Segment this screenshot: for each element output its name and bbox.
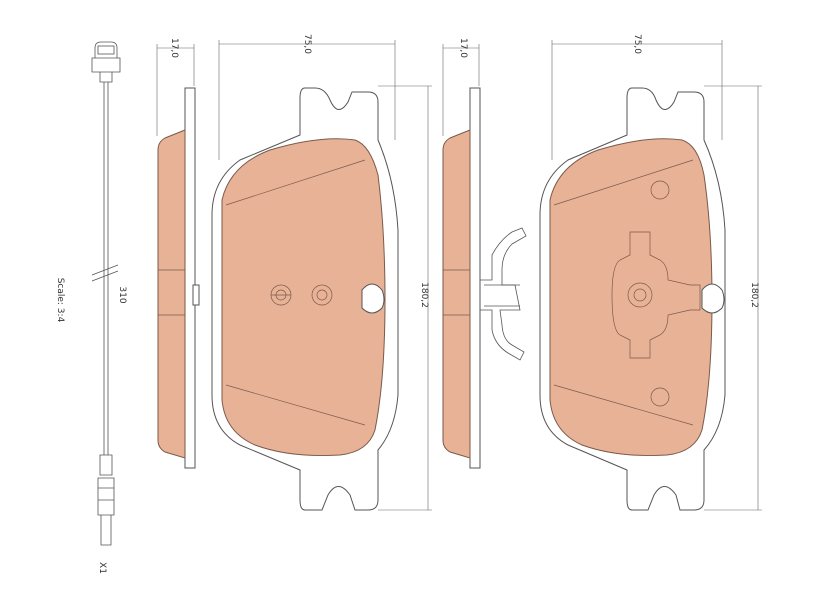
right-width-dimension: 75,0 [551,34,723,160]
right-thickness-dimension: 17,0 [442,38,480,136]
left-front-hole-outer [311,284,333,306]
left-height-label: 180,2 [419,282,429,308]
right-front-notch [701,283,725,314]
right-front-friction [549,138,713,457]
right-front-hole-top [650,180,670,200]
left-pad-front-view [211,87,399,511]
left-thickness-dimension: 17,0 [156,38,195,136]
scale-label: Scale: 3:4 [55,278,65,323]
left-side-tab [192,284,200,306]
sensor-clip-top [91,41,121,73]
left-front-hole-inner [316,289,328,301]
right-side-spring-clip [479,227,527,361]
sensor-connector-tip [100,515,112,546]
right-thickness-label: 17,0 [458,38,468,58]
right-front-chamfer-top [553,159,694,206]
left-width-dimension: 75,0 [218,34,396,160]
right-side-backplate [469,87,481,469]
left-front-friction [221,138,386,457]
left-thickness-label: 17,0 [169,38,179,58]
wire-length-label: 310 [117,286,127,303]
right-front-spring-mount [611,231,701,359]
left-width-label: 75,0 [302,34,312,54]
sensor-clip-window [97,45,115,55]
wire-break-mark-2 [91,270,119,282]
left-front-notch [361,283,385,314]
connector-label: X1 [97,562,107,574]
right-front-center-ring-outer [627,282,653,308]
sensor-connector-body [99,454,113,476]
left-front-chamfer-top [225,159,366,206]
sensor-connector-plug [97,477,115,516]
left-height-dimension: 180,2 [378,85,432,511]
right-front-chamfer-bottom [553,384,694,426]
left-front-chamfer-bottom [225,384,366,426]
left-pad-side-view [157,87,200,469]
wire-break-mark-1 [91,264,119,276]
right-pad-side-view [442,87,527,469]
right-width-label: 75,0 [632,34,642,54]
right-height-dimension: 180,2 [704,85,762,511]
right-front-hole-bottom [650,387,670,407]
wear-sensor [91,41,121,546]
right-side-friction [442,129,471,459]
right-height-label: 180,2 [749,282,759,308]
right-front-center-ring-inner [633,288,647,302]
left-side-friction [157,129,186,459]
right-pad-front-view [539,87,726,511]
sensor-clip-neck [99,72,113,83]
left-side-backplate [184,87,196,469]
